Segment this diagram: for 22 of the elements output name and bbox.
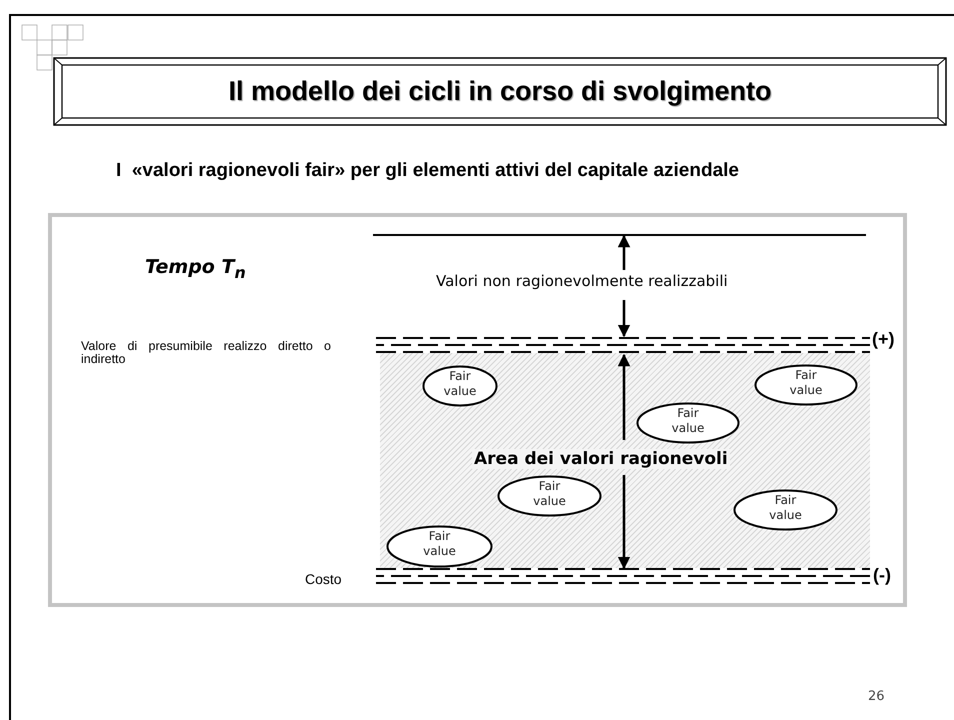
ellipse-label: Fair value [670,406,706,436]
realizable-value-label: Valore di presumibile realizzo diretto o indiretto [81,340,331,366]
fair-value-ellipse [497,475,602,517]
fair-value-ellipse [386,525,493,568]
ellipse-label: Fair value [788,368,824,398]
ellipse-label: Fair value [768,493,803,523]
plus-sign: (+) [872,330,894,349]
minus-sign: (-) [873,566,891,585]
subtitle: I «valori ragionevoli fair» per gli elementi attivi del capitale aziendale [116,160,740,182]
fair-value-ellipse [733,489,838,531]
fair-value-ellipse [636,402,740,444]
hatched-area [380,353,870,568]
fair-value-ellipse [422,365,498,407]
time-label: Tempo T$_{n}$ [145,258,246,282]
slide-title: Il modello dei cicli in corso di svolgimento [227,76,773,107]
cost-label: Costo [305,572,342,587]
ellipse-label: Fair value [422,529,457,559]
page-number: 26 [868,690,885,704]
ellipse-label: Fair value [442,369,478,399]
ellipse-label: Fair value [532,479,567,509]
fair-value-ellipse [754,364,858,406]
area-label: Area dei valori ragionevoli [472,449,730,469]
